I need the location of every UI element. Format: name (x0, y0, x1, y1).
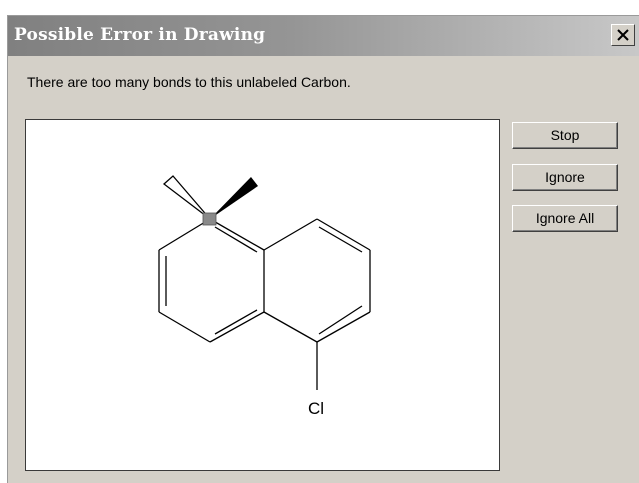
bond (158, 218, 211, 251)
bond (318, 305, 363, 335)
bond (316, 311, 371, 343)
bond (263, 218, 318, 251)
hollow-wedge-bond (162, 175, 211, 220)
ignore-button[interactable]: Ignore (512, 164, 618, 191)
bond (209, 311, 265, 343)
title-bar[interactable]: Possible Error in Drawing (8, 16, 639, 56)
bond (316, 218, 371, 251)
dialog-window: Possible Error in Drawing There are too … (7, 15, 639, 483)
error-message: There are too many bonds to this unlabel… (27, 74, 351, 90)
bond (318, 226, 363, 253)
highlighted-carbon-atom (202, 212, 217, 226)
molecule-drawing: Cl (158, 175, 371, 418)
structure-preview: Cl (25, 119, 500, 471)
atom-label-cl: Cl (308, 399, 324, 418)
close-button[interactable] (611, 24, 635, 46)
bond (214, 309, 258, 335)
ignore-all-button[interactable]: Ignore All (512, 205, 618, 232)
bond (158, 311, 211, 343)
stop-button[interactable]: Stop (512, 122, 618, 149)
bond (209, 218, 265, 251)
close-icon (617, 29, 629, 41)
dialog-title: Possible Error in Drawing (14, 25, 266, 45)
solid-wedge-bond (210, 177, 258, 219)
bond (214, 226, 258, 253)
bond (263, 311, 318, 343)
